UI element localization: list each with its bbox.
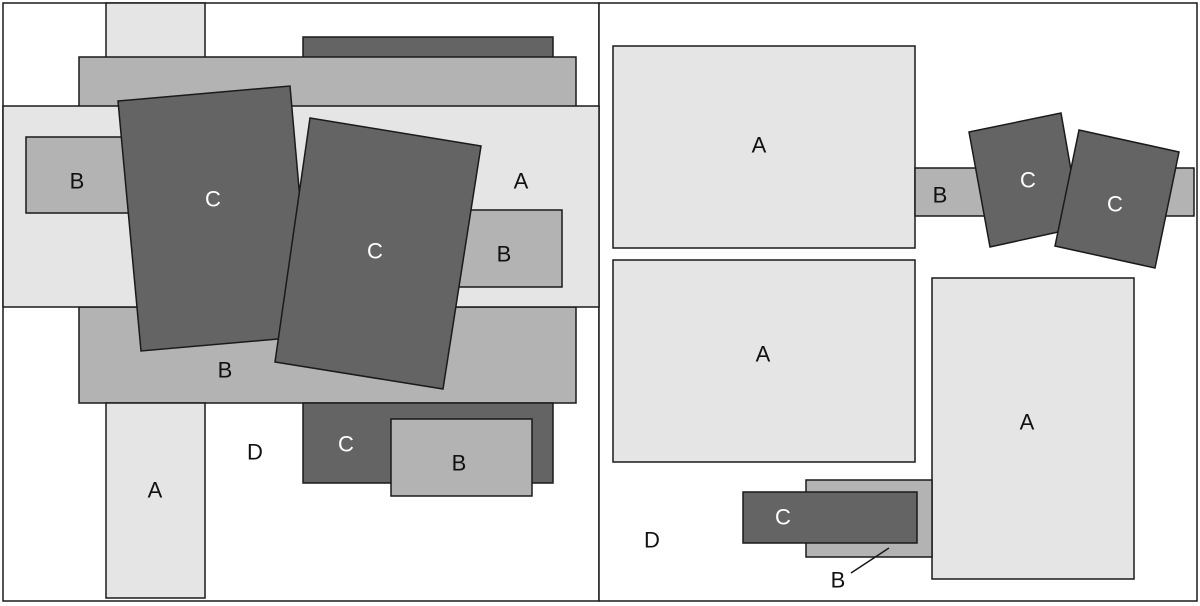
labels: B C C A B B D C B A A B C C A A C D B	[70, 133, 1123, 593]
label-a-right-tall: A	[1020, 410, 1035, 435]
label-d-right: D	[644, 528, 660, 553]
label-c-rotated-left: C	[205, 187, 221, 212]
label-b-bottom: B	[452, 451, 467, 476]
label-c-rotated-right: C	[367, 239, 383, 264]
label-c-right-bottom: C	[775, 505, 791, 530]
region-c-rotated-right	[274, 117, 482, 390]
label-a-left-band: A	[514, 169, 529, 194]
label-b-right-bottom: B	[831, 568, 846, 593]
label-a-right-top: A	[752, 133, 767, 158]
region-c-right-bottom	[742, 491, 918, 544]
label-c-right-rotated-2: C	[1107, 192, 1123, 217]
region-a-vertical-bottom	[105, 402, 206, 599]
region-a-right-middle	[612, 259, 916, 463]
region-a-right-tall	[931, 277, 1135, 580]
region-c-right-rotated-2	[1054, 129, 1180, 269]
region-b-bottom	[390, 418, 533, 497]
label-b-lower-band: B	[218, 358, 233, 383]
label-b-right: B	[497, 242, 512, 267]
label-c-right-rotated-1: C	[1020, 168, 1036, 193]
label-b-left: B	[70, 169, 85, 194]
label-c-bottom: C	[338, 432, 354, 457]
label-b-right-strip: B	[933, 183, 948, 208]
right-panel	[612, 45, 1195, 580]
label-a-right-middle: A	[756, 342, 771, 367]
region-a-right-top	[612, 45, 916, 249]
label-d-left: D	[247, 440, 263, 465]
label-a-vertical-bottom: A	[148, 478, 163, 503]
region-c-top-strip	[302, 36, 554, 60]
left-panel	[2, 2, 600, 599]
region-b-left	[25, 136, 131, 214]
leader-line-b	[850, 547, 890, 574]
